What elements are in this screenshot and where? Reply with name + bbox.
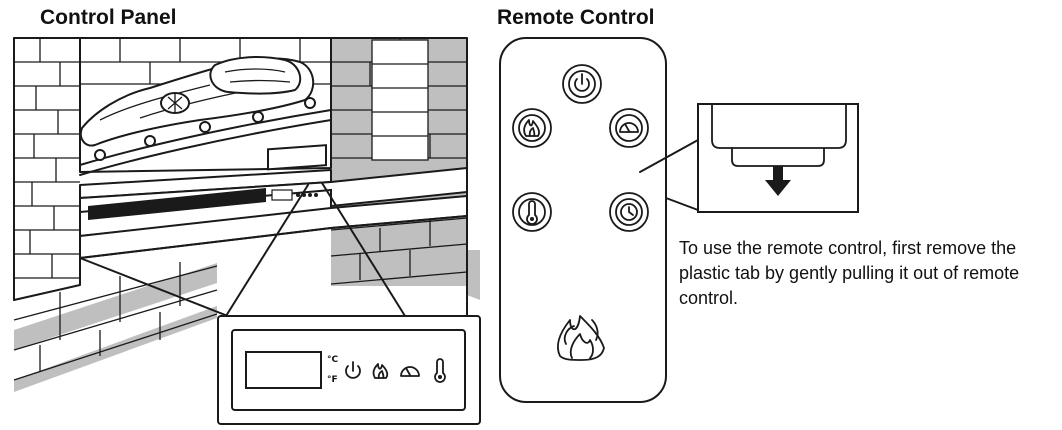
remote-control <box>499 37 699 403</box>
heater-grille <box>88 187 266 221</box>
flame-logo-icon <box>557 315 605 361</box>
remote-clock-button[interactable] <box>609 192 649 232</box>
instruction-text: To use the remote control, first remove … <box>679 238 1020 308</box>
power-icon <box>345 361 361 379</box>
remote-flame-button[interactable] <box>512 108 552 148</box>
fireplace-illustration: °C °F <box>13 37 481 425</box>
plastic-tab-zoom <box>697 103 859 213</box>
speed-gauge-icon <box>400 366 420 377</box>
remote-power-button[interactable] <box>562 64 602 104</box>
pull-arrow-icon <box>765 166 791 196</box>
control-panel-zoom: °C °F <box>217 315 481 425</box>
logs <box>79 56 315 147</box>
fireplace-control-display <box>267 144 327 201</box>
flame-icon <box>372 363 389 379</box>
control-panel-display <box>245 351 322 389</box>
remote-speed-gauge-button[interactable] <box>609 108 649 148</box>
control-panel-title: Control Panel <box>40 6 177 29</box>
remote-control-title: Remote Control <box>497 6 655 29</box>
remote-thermometer-button[interactable] <box>512 192 552 232</box>
celsius-label: °C <box>327 355 339 365</box>
fahrenheit-label: °F <box>327 375 338 385</box>
thermometer-icon <box>434 358 446 383</box>
wall-bricks <box>14 38 480 392</box>
